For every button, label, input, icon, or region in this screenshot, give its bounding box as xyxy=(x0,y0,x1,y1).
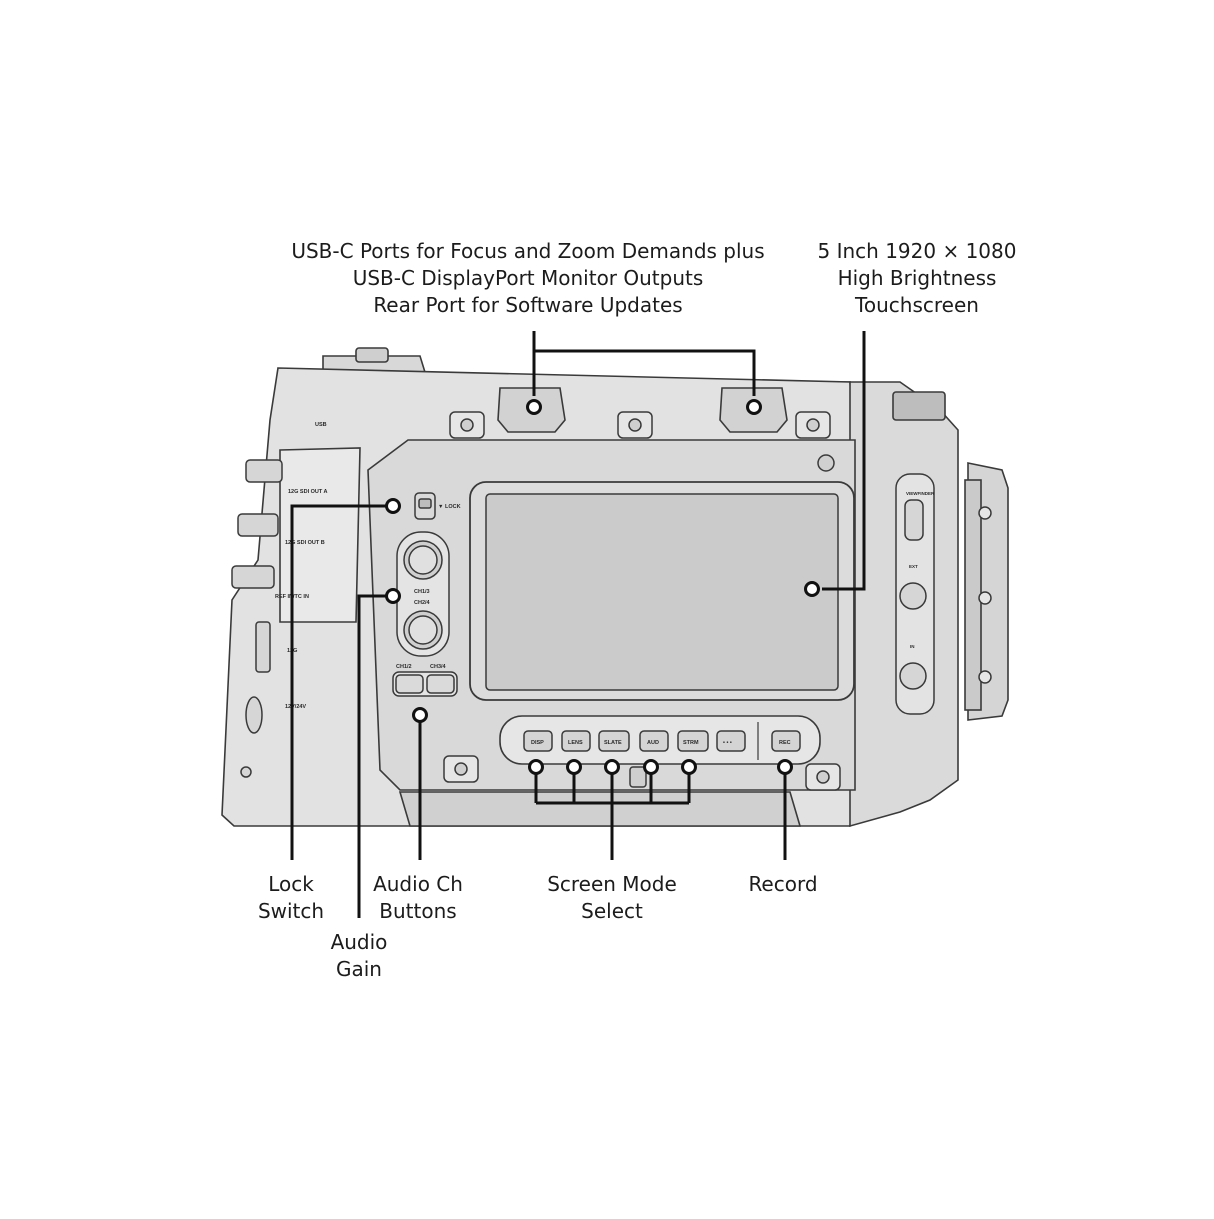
disp-label: DISP xyxy=(531,740,544,746)
mount-holes xyxy=(443,411,992,791)
slate-label: SLATE xyxy=(604,740,622,746)
more-button xyxy=(716,730,746,752)
callout-usb-line-1: USB-C Ports for Focus and Zoom Demands p… xyxy=(291,239,765,263)
callout-audio-ch-buttons: Audio Ch Buttons xyxy=(348,871,488,925)
callout-audio-gain: Audio Gain xyxy=(299,929,419,983)
rec-label: REC xyxy=(779,740,791,746)
leader-lines xyxy=(290,331,866,918)
in-label: IN xyxy=(910,644,915,649)
leader-dots xyxy=(385,399,820,775)
ch12-label: CH1/2 xyxy=(396,664,412,670)
top-knob xyxy=(355,347,389,363)
callout-touchscreen-line-3: Touchscreen xyxy=(855,293,979,317)
more-label: • • • xyxy=(723,740,732,746)
callout-gain-line-1: Audio xyxy=(330,930,388,954)
ch13-label: CH1/3 xyxy=(414,589,430,595)
strm-label: STRM xyxy=(683,740,699,746)
callout-lock-line-2: Switch xyxy=(257,899,325,923)
ch34-label: CH3/4 xyxy=(430,664,447,670)
rec-button xyxy=(771,730,801,752)
button-strip xyxy=(523,722,801,788)
sdi-connectors xyxy=(231,459,283,778)
lock-label: ▼ LOCK xyxy=(438,504,461,510)
callout-audio-ch-line-1: Audio Ch xyxy=(373,872,463,896)
disp-button xyxy=(523,730,553,752)
callout-usb-ports: USB-C Ports for Focus and Zoom Demands p… xyxy=(278,238,778,319)
aud-button xyxy=(639,730,669,752)
aud-label: AUD xyxy=(647,740,659,746)
callout-usb-line-3: Rear Port for Software Updates xyxy=(373,293,683,317)
callout-touchscreen: 5 Inch 1920 × 1080 High Brightness Touch… xyxy=(797,238,1037,319)
side-connectors xyxy=(895,473,935,715)
callout-lock-line-1: Lock xyxy=(268,872,314,896)
callout-record: Record xyxy=(723,871,843,898)
callout-record-line-1: Record xyxy=(748,872,818,896)
callout-touchscreen-line-2: High Brightness xyxy=(837,266,997,290)
sdi-a-label: 12G SDI OUT A xyxy=(288,489,328,495)
callout-touchscreen-line-1: 5 Inch 1920 × 1080 xyxy=(817,239,1017,263)
power-label: 12V/24V xyxy=(285,704,306,710)
touchscreen xyxy=(469,481,855,701)
strm-button xyxy=(677,730,709,752)
ext-label: EXT xyxy=(909,564,918,569)
callout-audio-ch-line-2: Buttons xyxy=(379,899,457,923)
callout-screen-mode-line-1: Screen Mode xyxy=(547,872,677,896)
callout-lock-switch: Lock Switch xyxy=(231,871,351,925)
callout-screen-mode: Screen Mode Select xyxy=(522,871,702,925)
sdi-b-label: 12G SDI OUT B xyxy=(285,540,325,546)
lens-button xyxy=(561,730,591,752)
audio-controls xyxy=(392,492,458,697)
lens-label: LENS xyxy=(568,740,583,746)
slate-button xyxy=(598,730,630,752)
usb-label: USB xyxy=(315,422,327,428)
callout-gain-line-2: Gain xyxy=(336,957,382,981)
viewfinder-label: VIEWFINDER xyxy=(906,491,935,496)
callout-usb-line-2: USB-C DisplayPort Monitor Outputs xyxy=(352,266,704,290)
callout-screen-mode-line-2: Select xyxy=(581,899,643,923)
ch24-label: CH2/4 xyxy=(414,600,431,606)
